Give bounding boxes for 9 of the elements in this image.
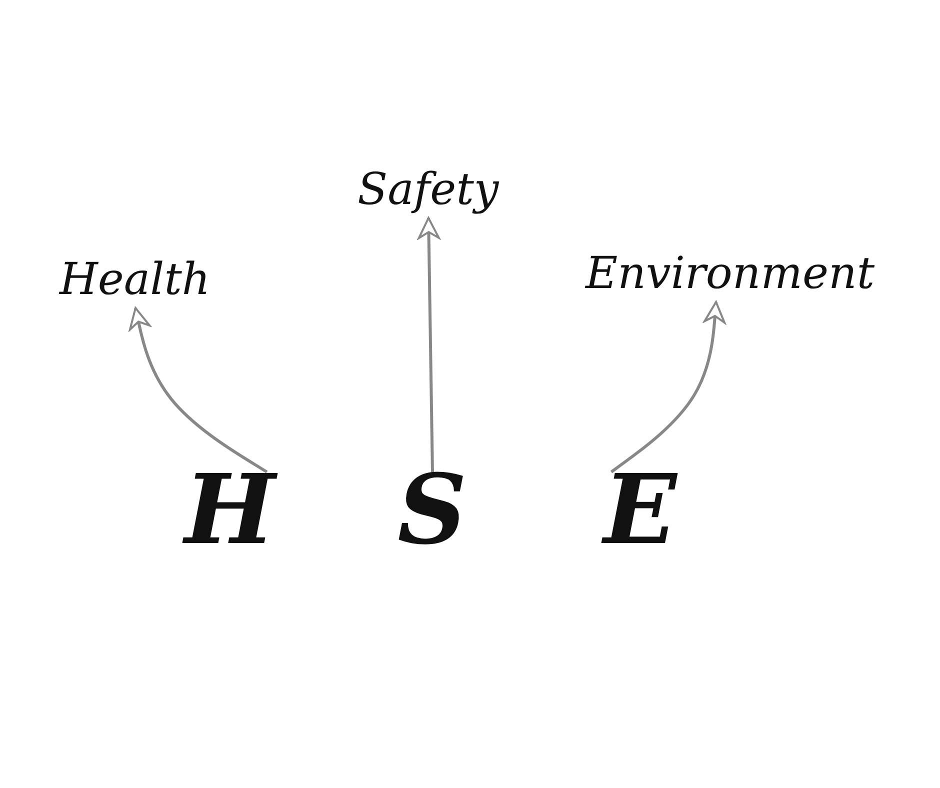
arrow [610,301,726,474]
letter-heading: S [398,462,467,558]
letter-heading: H [184,462,276,558]
arrow [418,217,440,472]
category-label: Environment [586,252,875,296]
category-label: Safety [358,168,499,212]
category-label: Health [60,258,210,302]
arrow [128,307,268,474]
letter-heading: E [604,462,677,558]
